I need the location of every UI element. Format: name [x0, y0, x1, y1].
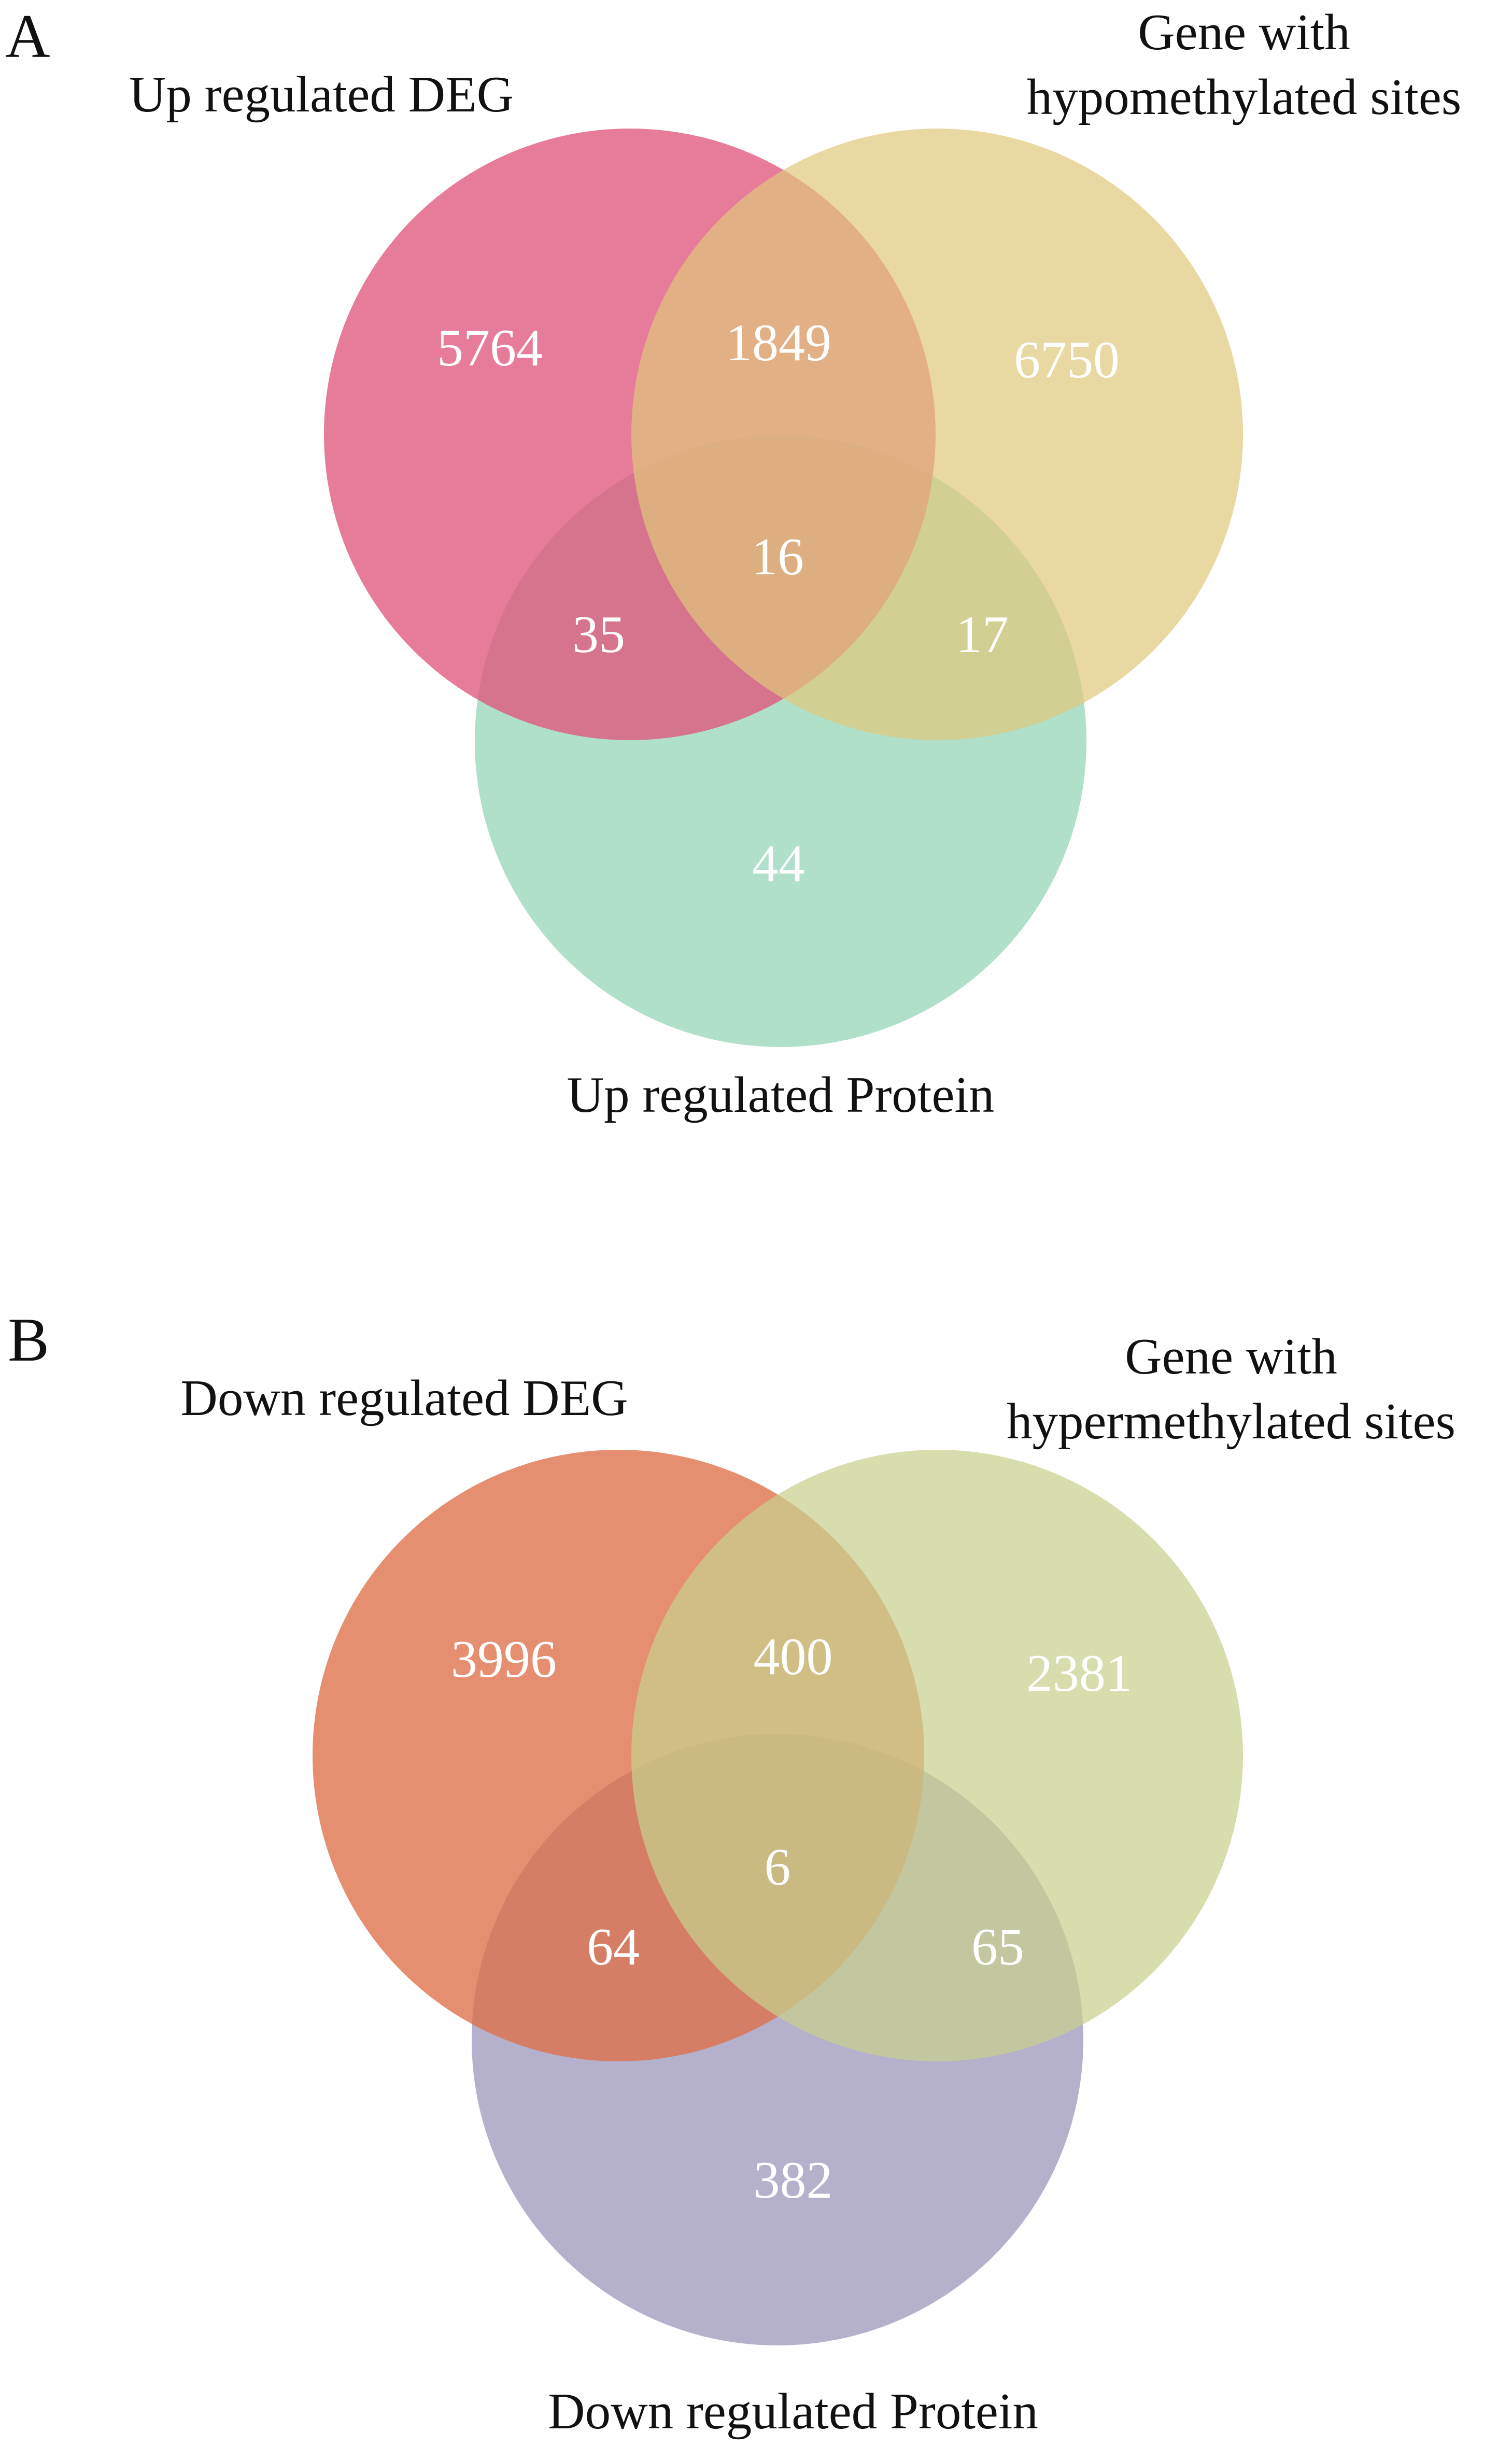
panel-b-count-all-three: 6 [765, 1838, 791, 1897]
panel-b-label-right-line1: Gene with [1125, 1328, 1337, 1385]
panel-b-count-bottom-only: 382 [754, 2151, 833, 2210]
panel-a-count-left-only: 5764 [437, 319, 543, 377]
panel-b-circle-right [631, 1450, 1243, 2061]
panel-a-count-bottom-only: 44 [752, 834, 805, 893]
panel-b-count-left-bottom: 64 [587, 1918, 640, 1976]
panel-b-letter: B [8, 1305, 49, 1374]
panel-a-count-right-bottom: 17 [956, 605, 1009, 664]
panel-a-count-left-bottom: 35 [572, 605, 625, 664]
panel-b-count-right-bottom: 65 [971, 1918, 1024, 1976]
panel-b: B Down regulated DEG Gene with hypermeth… [8, 1305, 1456, 2440]
panel-b-count-left-only: 3996 [451, 1630, 557, 1689]
panel-a-label-right-line1: Gene with [1138, 4, 1350, 61]
panel-a-letter: A [5, 2, 50, 70]
panel-b-label-right-line2: hypermethylated sites [1007, 1393, 1456, 1450]
panel-a-label-left: Up regulated DEG [129, 66, 514, 123]
panel-a-label-bottom: Up regulated Protein [567, 1067, 995, 1123]
panel-b-count-left-right: 400 [754, 1628, 833, 1686]
panel-b-count-right-only: 2381 [1026, 1644, 1132, 1703]
panel-a-label-right-line2: hypomethylated sites [1027, 69, 1462, 125]
panel-a-count-all-three: 16 [751, 528, 804, 586]
panel-a-count-left-right: 1849 [726, 314, 831, 372]
panel-a-count-right-only: 6750 [1014, 331, 1120, 389]
panel-b-label-left: Down regulated DEG [180, 1370, 628, 1426]
panel-a: A Up regulated DEG Gene with hypomethyla… [5, 2, 1461, 1123]
panel-b-label-bottom: Down regulated Protein [548, 2383, 1038, 2440]
panel-a-circle-right [631, 129, 1243, 740]
